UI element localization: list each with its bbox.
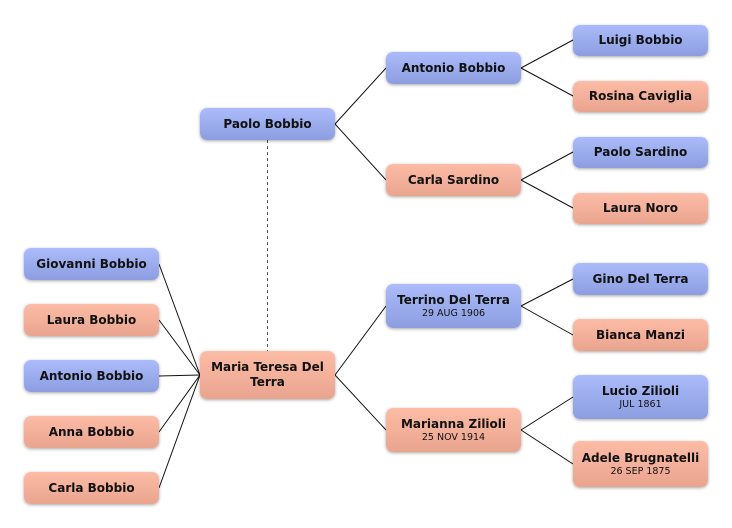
person-name: Luigi Bobbio <box>598 33 683 47</box>
person-name: Giovanni Bobbio <box>36 256 147 271</box>
person-name: Carla Bobbio <box>48 480 135 495</box>
person-node-maria[interactable]: Maria Teresa Del Terra <box>200 351 335 399</box>
person-node-lauranoro[interactable]: Laura Noro <box>573 193 708 224</box>
person-name: Paolo Bobbio <box>223 116 312 131</box>
edge <box>520 67 574 97</box>
edge <box>520 305 574 336</box>
person-node-antonio[interactable]: Antonio Bobbio <box>386 52 521 84</box>
person-node-giovanni[interactable]: Giovanni Bobbio <box>24 248 159 280</box>
person-name: Marianna Zilioli <box>400 417 507 431</box>
person-name: Antonio Bobbio <box>401 60 506 75</box>
edge <box>520 429 574 465</box>
edge <box>334 305 387 376</box>
person-node-antonio2[interactable]: Antonio Bobbio <box>24 360 159 392</box>
person-date: JUL 1861 <box>619 399 662 410</box>
person-name: Bianca Manzi <box>596 327 685 342</box>
person-name: Gino Del Terra <box>592 271 689 286</box>
person-node-gino[interactable]: Gino Del Terra <box>573 263 708 295</box>
person-node-anna[interactable]: Anna Bobbio <box>24 416 159 448</box>
edge <box>158 263 201 376</box>
person-name: Paolo Sardino <box>593 145 688 159</box>
person-date: 25 NOV 1914 <box>421 432 486 443</box>
edge <box>158 374 201 489</box>
edge <box>158 374 201 377</box>
edge <box>158 374 201 433</box>
person-node-carla[interactable]: Carla Sardino <box>386 164 521 196</box>
person-name: Antonio Bobbio <box>39 368 144 383</box>
person-date: 29 AUG 1906 <box>421 308 486 319</box>
edge <box>520 396 574 431</box>
person-node-bianca[interactable]: Bianca Manzi <box>573 319 708 351</box>
person-node-luigi[interactable]: Luigi Bobbio <box>573 25 708 56</box>
person-date: 26 SEP 1875 <box>610 466 671 477</box>
person-name: Lucio Zilioli <box>601 384 680 398</box>
edge <box>334 67 387 125</box>
person-name: Laura Bobbio <box>46 312 137 327</box>
person-name: Maria Teresa Del Terra <box>211 360 324 389</box>
edge <box>158 319 201 376</box>
person-node-paolo[interactable]: Paolo Bobbio <box>200 108 335 140</box>
person-name: Adele Brugnatelli <box>581 451 700 465</box>
edge <box>520 39 574 69</box>
person-node-laura[interactable]: Laura Bobbio <box>24 304 159 336</box>
person-node-carla2[interactable]: Carla Bobbio <box>24 472 159 504</box>
edge <box>520 179 574 209</box>
person-node-rosina[interactable]: Rosina Caviglia <box>573 81 708 112</box>
edge <box>520 278 574 307</box>
edge <box>334 374 387 431</box>
edge <box>520 151 574 181</box>
edge <box>334 123 387 181</box>
person-node-paolos[interactable]: Paolo Sardino <box>573 137 708 168</box>
person-name: Laura Noro <box>603 201 678 215</box>
person-name: Terrino Del Terra <box>397 293 510 307</box>
person-name: Carla Sardino <box>407 172 500 187</box>
person-name: Anna Bobbio <box>48 424 135 439</box>
person-name: Rosina Caviglia <box>588 89 693 103</box>
